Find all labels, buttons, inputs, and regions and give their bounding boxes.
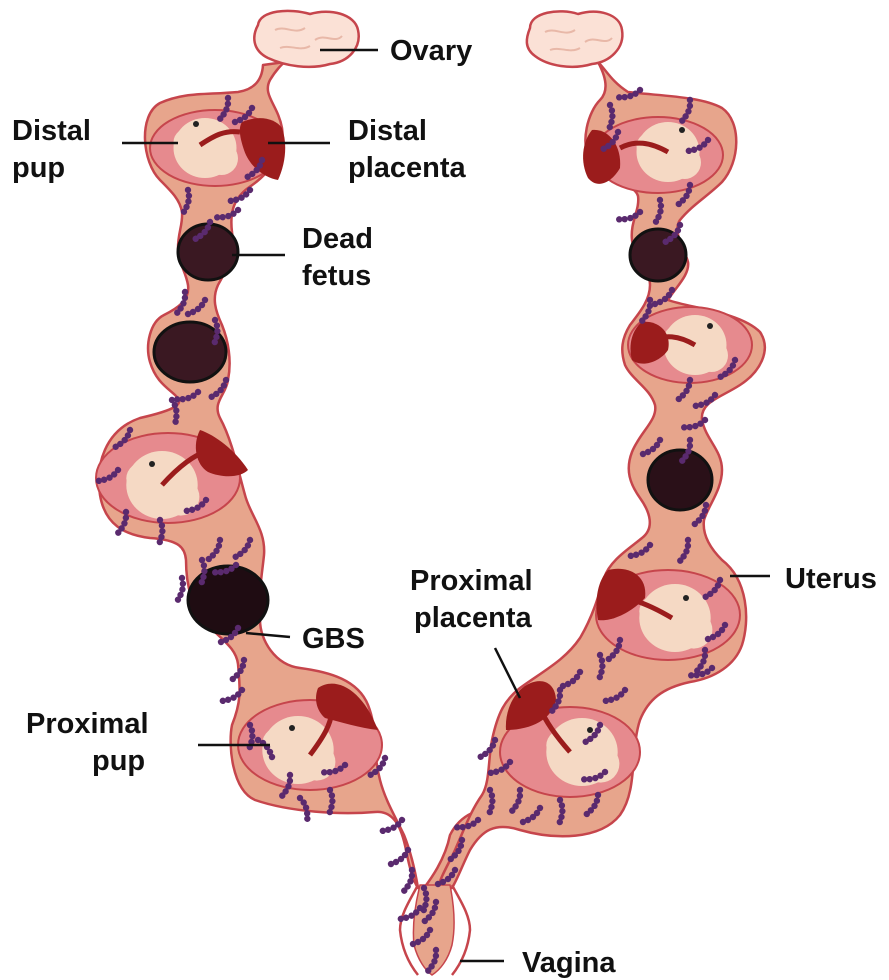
label-dead-fetus-line2: fetus	[302, 260, 371, 292]
label-ovary: Ovary	[390, 35, 472, 67]
pup-eye	[707, 323, 713, 329]
label-proximal-placenta-line1: Proximal	[410, 565, 533, 597]
label-distal-pup-line2: pup	[12, 152, 65, 184]
dead-fetus-icon	[178, 224, 238, 280]
pup-eye	[149, 461, 155, 467]
label-distal-placenta-line2: placenta	[348, 152, 467, 184]
label-gbs: GBS	[302, 623, 365, 655]
pup-eye	[289, 725, 295, 731]
ovary-icon	[527, 11, 623, 66]
label-distal-placenta-line1: Distal	[348, 115, 427, 147]
pup-eye	[679, 127, 685, 133]
label-distal-pup-line1: Distal	[12, 115, 91, 147]
pup-eye	[193, 121, 199, 127]
label-proximal-pup-line1: Proximal	[26, 708, 149, 740]
pup-eye	[683, 595, 689, 601]
ovary-icon	[254, 11, 358, 67]
label-uterus: Uterus	[785, 563, 877, 595]
label-dead-fetus-line1: Dead	[302, 223, 373, 255]
label-proximal-placenta-line2: placenta	[414, 602, 533, 634]
label-proximal-pup-line2: pup	[92, 745, 145, 777]
dead-fetus-icon	[630, 229, 686, 281]
label-vagina: Vagina	[522, 947, 616, 979]
dead-fetus-icon	[188, 566, 268, 634]
pup-eye	[587, 727, 593, 733]
